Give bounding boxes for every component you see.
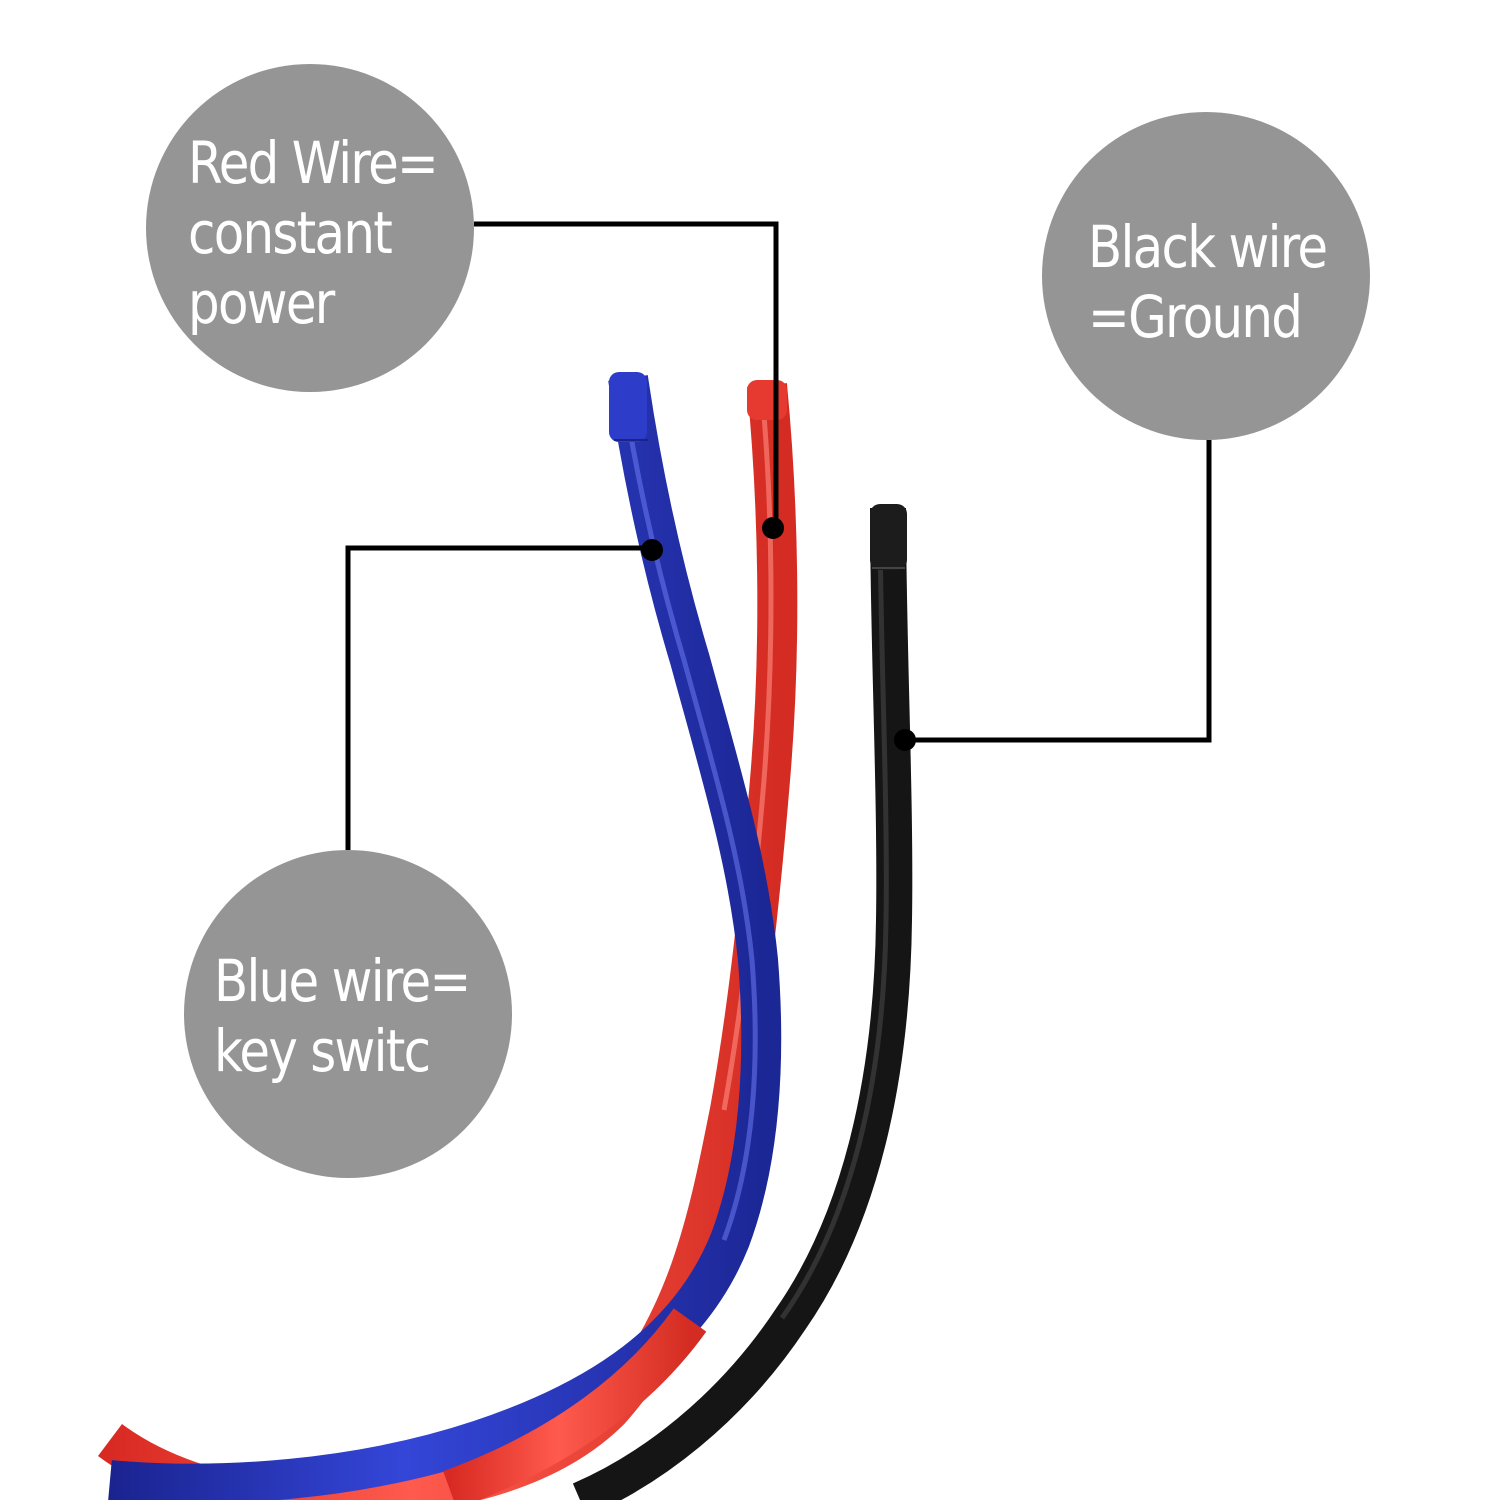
red-leader-dot (762, 517, 784, 539)
blue-wire (108, 375, 782, 1500)
black-wire-callout (1042, 112, 1370, 440)
black-wire-label: Black wire =Ground (1088, 212, 1328, 352)
black-wire-highlight (779, 511, 889, 1320)
blue-wire-label: Blue wire= key switc (214, 946, 471, 1086)
red-label-line-2: constant (188, 199, 393, 267)
blue-leader-dot (641, 539, 663, 561)
red-wire-front-segment (443, 1308, 707, 1500)
blue-label-line-1: Blue wire= (214, 947, 471, 1015)
black-label-line-1: Black wire (1088, 213, 1328, 281)
blue-label-line-2: key switc (214, 1017, 431, 1085)
black-leader-dot (894, 729, 916, 751)
blue-wire-tip (609, 372, 647, 442)
black-leader-line (905, 440, 1212, 743)
blue-wire-callout (184, 850, 512, 1178)
black-label-line-2: =Ground (1088, 283, 1303, 351)
red-wire-label: Red Wire= constant power (188, 128, 439, 338)
black-wire-tip (870, 504, 907, 570)
red-wire-callout (146, 64, 474, 392)
red-label-line-3: power (188, 269, 335, 337)
red-wire-tip (747, 380, 787, 420)
red-wire-highlight (721, 391, 774, 1111)
red-wire (98, 383, 798, 1500)
red-label-line-1: Red Wire= (188, 129, 439, 197)
red-leader-line (474, 221, 779, 528)
blue-wire-highlight (619, 383, 758, 1241)
blue-leader-line (345, 545, 652, 850)
black-wire (572, 507, 913, 1500)
